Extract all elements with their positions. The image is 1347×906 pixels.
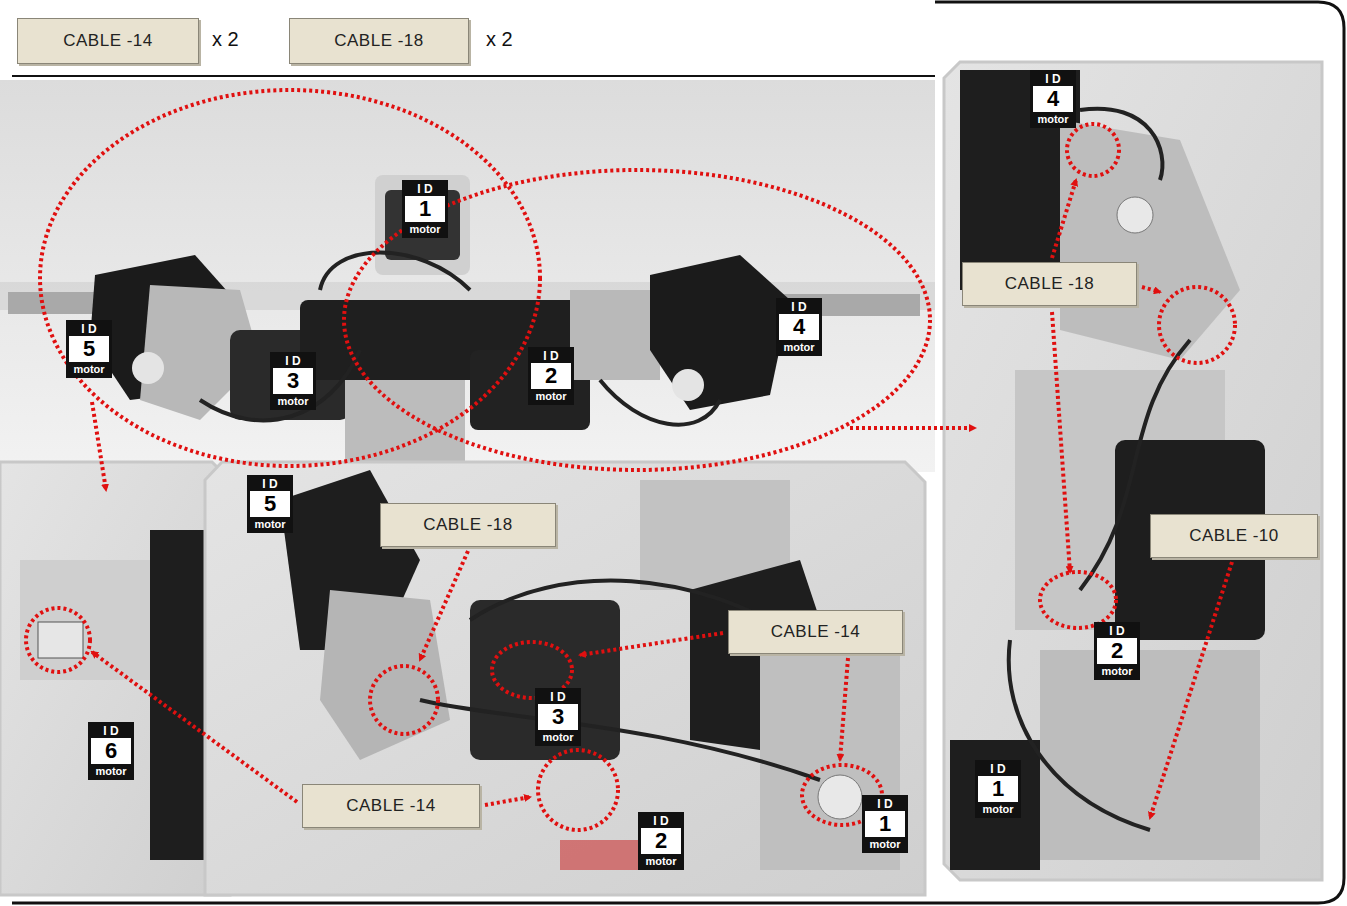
motor-caption: motor <box>95 764 126 778</box>
motor-caption: motor <box>645 854 676 868</box>
id-caption: I D <box>81 322 96 336</box>
id-caption: I D <box>285 354 300 368</box>
motor-caption: motor <box>869 837 900 851</box>
motor-id-badge: I D2motor <box>638 812 684 870</box>
motor-id-number: 1 <box>405 196 445 222</box>
cable-name: CABLE -18 <box>1005 274 1095 294</box>
cable-label: CABLE -14 <box>302 784 480 828</box>
motor-id-badge: I D3motor <box>535 688 581 746</box>
motor-caption: motor <box>73 362 104 376</box>
id-caption: I D <box>653 814 668 828</box>
cable-name: CABLE -14 <box>63 31 153 51</box>
id-caption: I D <box>262 477 277 491</box>
cable-label: CABLE -14 <box>17 18 199 64</box>
cable-label: CABLE -18 <box>289 18 469 64</box>
motor-id-number: 1 <box>978 776 1018 802</box>
motor-caption: motor <box>254 517 285 531</box>
motor-id-badge: I D1motor <box>862 795 908 853</box>
motor-id-badge: I D2motor <box>1094 622 1140 680</box>
motor-id-number: 2 <box>1097 638 1137 664</box>
motor-caption: motor <box>783 340 814 354</box>
id-caption: I D <box>550 690 565 704</box>
motor-id-badge: I D2motor <box>528 347 574 405</box>
motor-id-number: 3 <box>538 704 578 730</box>
motor-caption: motor <box>982 802 1013 816</box>
motor-id-badge: I D5motor <box>247 475 293 533</box>
motor-id-number: 5 <box>250 491 290 517</box>
motor-id-number: 4 <box>1033 86 1073 112</box>
id-caption: I D <box>1109 624 1124 638</box>
motor-caption: motor <box>277 394 308 408</box>
cable-name: CABLE -18 <box>334 31 424 51</box>
motor-id-badge: I D5motor <box>66 320 112 378</box>
cable-label: CABLE -10 <box>1150 514 1318 558</box>
id-caption: I D <box>791 300 806 314</box>
cable-name: CABLE -14 <box>346 796 436 816</box>
id-caption: I D <box>1045 72 1060 86</box>
cable-label: CABLE -18 <box>962 262 1137 306</box>
motor-id-badge: I D6motor <box>88 722 134 780</box>
quantity-label: x 2 <box>212 28 239 51</box>
motor-id-number: 5 <box>69 336 109 362</box>
motor-caption: motor <box>1101 664 1132 678</box>
motor-id-number: 4 <box>779 314 819 340</box>
id-caption: I D <box>103 724 118 738</box>
motor-id-number: 3 <box>273 368 313 394</box>
motor-id-badge: I D1motor <box>975 760 1021 818</box>
cable-label: CABLE -14 <box>728 610 903 654</box>
id-caption: I D <box>543 349 558 363</box>
motor-id-number: 1 <box>865 811 905 837</box>
cable-name: CABLE -14 <box>771 622 861 642</box>
id-caption: I D <box>877 797 892 811</box>
motor-id-badge: I D4motor <box>1030 70 1076 128</box>
motor-id-badge: I D3motor <box>270 352 316 410</box>
motor-caption: motor <box>542 730 573 744</box>
motor-id-number: 2 <box>641 828 681 854</box>
motor-id-number: 6 <box>91 738 131 764</box>
motor-caption: motor <box>535 389 566 403</box>
cable-label: CABLE -18 <box>380 503 556 547</box>
motor-caption: motor <box>1037 112 1068 126</box>
cable-name: CABLE -18 <box>423 515 513 535</box>
quantity-label: x 2 <box>486 28 513 51</box>
id-caption: I D <box>417 182 432 196</box>
motor-id-badge: I D4motor <box>776 298 822 356</box>
cable-name: CABLE -10 <box>1189 526 1279 546</box>
motor-caption: motor <box>409 222 440 236</box>
id-caption: I D <box>990 762 1005 776</box>
motor-id-number: 2 <box>531 363 571 389</box>
motor-id-badge: I D1motor <box>402 180 448 238</box>
